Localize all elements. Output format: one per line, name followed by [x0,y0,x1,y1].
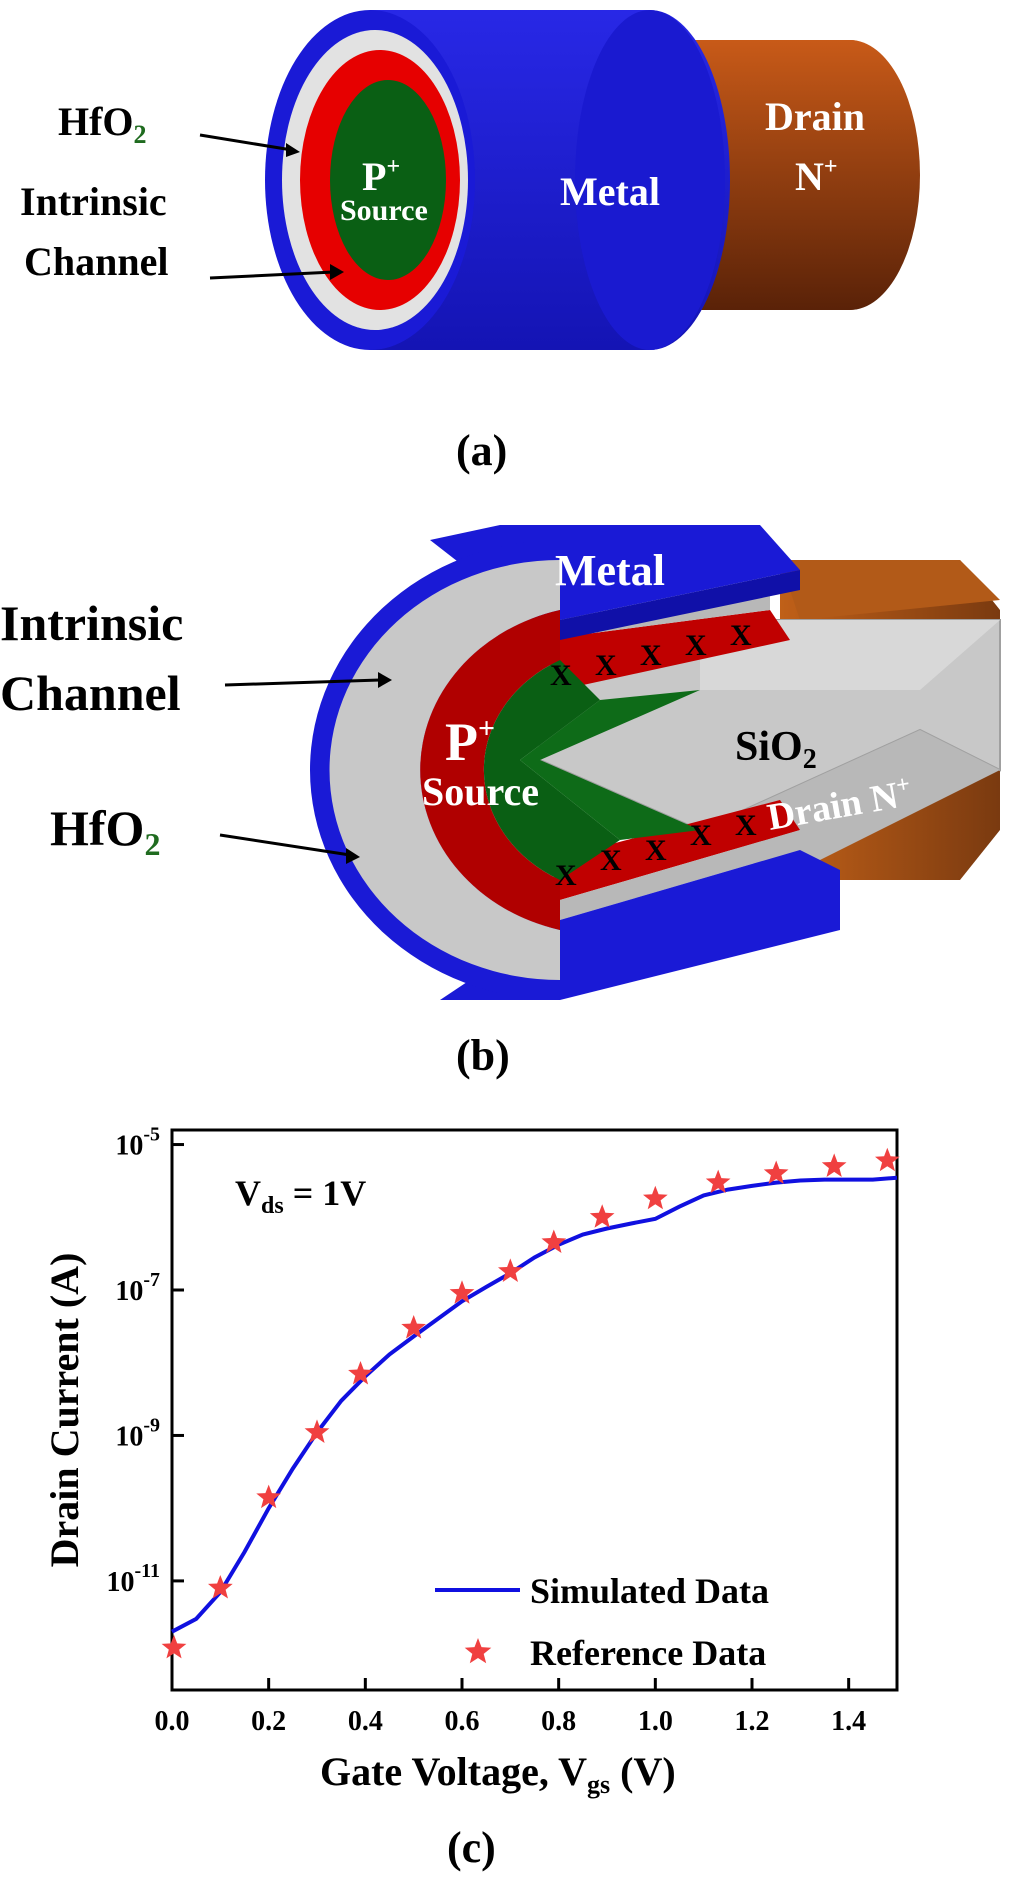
legend-reference: Reference Data [530,1633,766,1673]
n-plus-label: N+ [795,154,838,199]
legend: Simulated Data Reference Data [435,1571,769,1673]
reference-data-point [643,1185,668,1210]
reference-data-point [256,1484,281,1509]
channel-arrow [209,270,335,280]
reference-data-point [875,1147,900,1172]
caption-a: (a) [456,426,507,475]
x-tick-label: 0.6 [445,1706,480,1737]
svg-text:X: X [690,819,712,852]
y-tick-label: 10-9 [115,1414,160,1452]
reference-data-point [821,1153,847,1177]
plot-frame [170,1128,899,1692]
reference-data-point [498,1258,523,1282]
source-core-b [483,660,620,880]
x-tick-label: 1.4 [831,1706,866,1737]
p-plus-label: P+ [362,154,400,199]
caption-c: (c) [447,1823,496,1872]
x-axis-ticks: 0.0 0.2 0.4 0.6 0.8 1.0 1.2 1.4 [155,1678,866,1737]
source-label: Source [340,194,428,227]
y-axis-label: Drain Current (A) [42,1253,87,1568]
x-axis-label: Gate Voltage, Vgs (V) [320,1749,676,1799]
channel-strip-bottom [550,800,800,900]
legend-star-swatch [464,1638,492,1664]
channel-ring-b [420,610,560,930]
svg-text:X: X [735,809,757,842]
reference-data-point [705,1169,731,1194]
legend-simulated: Simulated Data [530,1571,769,1611]
source-wedge [520,690,700,840]
x-marks-bottom: X X X X X [555,809,757,892]
intrinsic-label-b: Intrinsic [0,595,183,651]
drain-label: Drain [765,94,865,139]
vds-annotation: Vds = 1V [235,1173,366,1219]
svg-text:X: X [640,639,662,672]
svg-text:X: X [645,834,667,867]
x-tick-label: 0.8 [541,1706,576,1737]
svg-text:X: X [550,659,572,692]
x-marks-top: X X X X X [550,619,752,692]
p-plus-label-b: P+ [445,712,495,772]
sio2-label: SiO2 [735,724,817,775]
caption-b: (b) [456,1031,510,1080]
svg-text:X: X [595,649,617,682]
simulated-data-line [171,1175,898,1634]
reference-data-markers [161,1147,900,1659]
panel-a: HfO2 Intrinsic Channel P+ Source Metal D… [20,10,920,475]
x-tick-label: 0.4 [348,1706,383,1737]
svg-text:X: X [555,859,577,892]
channel-strip-top [540,610,790,690]
hfo2-label-b: HfO2 [50,800,160,862]
channel-arrow-b [224,678,381,687]
reference-data-point [589,1204,615,1228]
svg-text:X: X [685,629,707,662]
metal-label: Metal [560,169,660,214]
channel-label: Channel [24,239,169,284]
source-core [330,80,446,280]
x-tick-label: 0.2 [251,1706,286,1737]
hfo2-label: HfO2 [58,99,147,149]
x-tick-label: 1.2 [735,1706,770,1737]
y-tick-label: 10-11 [106,1560,160,1598]
y-tick-label: 10-7 [115,1269,160,1307]
svg-text:X: X [600,844,622,877]
x-tick-label: 0.0 [155,1706,190,1737]
reference-data-point [161,1634,187,1659]
hfo2-arrow-b [219,833,351,857]
reference-data-point [401,1315,426,1339]
y-tick-label: 10-5 [115,1124,160,1162]
reference-data-point [541,1229,567,1253]
reference-data-point [208,1575,233,1599]
x-tick-label: 1.0 [638,1706,673,1737]
y-axis-ticks: 10-11 10-9 10-7 10-5 [106,1124,184,1598]
metal-label-b: Metal [555,546,665,595]
reference-data-point [449,1280,475,1304]
panel-b: X X X X X X X X X X Metal Intrinsic Chan… [0,525,1001,1080]
reference-data-point [348,1361,373,1385]
hfo2-arrow [199,133,293,152]
reference-data-point [304,1419,330,1443]
intrinsic-label: Intrinsic [20,179,167,224]
hfo2-ring-b [329,560,560,980]
channel-label-b: Channel [0,665,181,721]
reference-data-point [763,1160,789,1184]
svg-text:X: X [730,619,752,652]
source-label-b: Source [422,769,539,814]
